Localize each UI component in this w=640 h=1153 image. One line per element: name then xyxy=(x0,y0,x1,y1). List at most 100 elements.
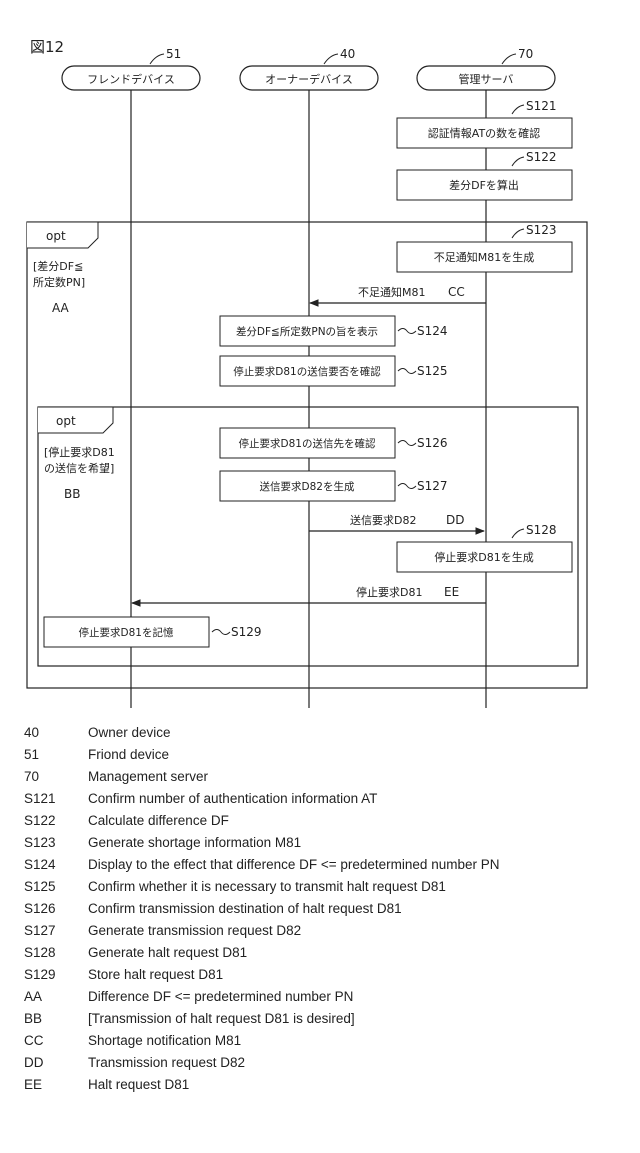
step-s125: 停止要求D81の送信要否を確認 S125 xyxy=(220,356,448,386)
svg-text:S123: S123 xyxy=(526,223,557,237)
fragment-inner-guard: [停止要求D81 xyxy=(44,445,115,459)
svg-text:EE: EE xyxy=(444,585,459,599)
legend-text: [Transmission of halt request D81 is des… xyxy=(88,1008,355,1030)
legend-text: Confirm whether it is necessary to trans… xyxy=(88,876,446,898)
legend-code: S122 xyxy=(24,810,88,832)
legend-code: EE xyxy=(24,1074,88,1096)
legend: 40Owner device 51Friond device 70Managem… xyxy=(24,722,634,1096)
legend-code: 70 xyxy=(24,766,88,788)
svg-text:所定数PN]: 所定数PN] xyxy=(33,275,85,289)
legend-row: S125Confirm whether it is necessary to t… xyxy=(24,876,634,898)
svg-text:送信要求D82: 送信要求D82 xyxy=(350,513,416,527)
fragment-inner-tag: opt xyxy=(56,414,76,428)
legend-text: Management server xyxy=(88,766,208,788)
legend-text: Store halt request D81 xyxy=(88,964,223,986)
legend-text: Friond device xyxy=(88,744,169,766)
legend-row: DDTransmission request D82 xyxy=(24,1052,634,1074)
legend-text: Owner device xyxy=(88,722,171,744)
svg-text:S127: S127 xyxy=(417,479,448,493)
legend-row: AADifference DF <= predetermined number … xyxy=(24,986,634,1008)
svg-text:S122: S122 xyxy=(526,150,557,164)
step-s124: 差分DF≦所定数PNの旨を表示 S124 xyxy=(220,316,448,346)
svg-text:不足通知M81を生成: 不足通知M81を生成 xyxy=(434,250,535,264)
svg-text:フレンドデバイス: フレンドデバイス xyxy=(87,72,175,86)
svg-text:の送信を希望]: の送信を希望] xyxy=(44,461,114,475)
legend-row: S122Calculate difference DF xyxy=(24,810,634,832)
legend-row: S121Confirm number of authentication inf… xyxy=(24,788,634,810)
legend-code: S125 xyxy=(24,876,88,898)
svg-text:停止要求D81: 停止要求D81 xyxy=(356,585,422,599)
legend-text: Confirm transmission destination of halt… xyxy=(88,898,402,920)
legend-text: Calculate difference DF xyxy=(88,810,229,832)
legend-code: 51 xyxy=(24,744,88,766)
svg-text:停止要求D81を生成: 停止要求D81を生成 xyxy=(434,550,533,564)
legend-code: S126 xyxy=(24,898,88,920)
lifeline-ref-40: 40 xyxy=(340,47,355,61)
step-s126: 停止要求D81の送信先を確認 S126 xyxy=(220,428,448,458)
svg-text:不足通知M81: 不足通知M81 xyxy=(358,285,426,299)
fragment-inner-code: BB xyxy=(64,487,80,501)
legend-code: S121 xyxy=(24,788,88,810)
legend-row: BB[Transmission of halt request D81 is d… xyxy=(24,1008,634,1030)
legend-row: CCShortage notification M81 xyxy=(24,1030,634,1052)
lifeline-friend-device: フレンドデバイス 51 xyxy=(62,47,200,708)
legend-row: 70Management server xyxy=(24,766,634,788)
message-m81: 不足通知M81 CC xyxy=(310,285,486,303)
legend-code: BB xyxy=(24,1008,88,1030)
legend-text: Confirm number of authentication informa… xyxy=(88,788,377,810)
legend-text: Generate transmission request D82 xyxy=(88,920,301,942)
legend-text: Generate halt request D81 xyxy=(88,942,247,964)
svg-text:停止要求D81の送信先を確認: 停止要求D81の送信先を確認 xyxy=(239,437,376,450)
legend-row: S126Confirm transmission destination of … xyxy=(24,898,634,920)
legend-code: S128 xyxy=(24,942,88,964)
svg-text:S129: S129 xyxy=(231,625,262,639)
step-s121: 認証情報ATの数を確認 S121 xyxy=(397,99,572,148)
legend-code: S124 xyxy=(24,854,88,876)
legend-text: Shortage notification M81 xyxy=(88,1030,241,1052)
svg-text:DD: DD xyxy=(446,513,464,527)
legend-text: Difference DF <= predetermined number PN xyxy=(88,986,353,1008)
legend-row: S129Store halt request D81 xyxy=(24,964,634,986)
svg-text:送信要求D82を生成: 送信要求D82を生成 xyxy=(260,480,355,493)
step-s127: 送信要求D82を生成 S127 xyxy=(220,471,448,501)
legend-code: S129 xyxy=(24,964,88,986)
step-s123: 不足通知M81を生成 S123 xyxy=(397,223,572,272)
svg-text:S121: S121 xyxy=(526,99,557,113)
legend-code: CC xyxy=(24,1030,88,1052)
sequence-diagram: 図12 フレンドデバイス 51 オーナーデバイス 40 管理サーバ 70 認証情… xyxy=(0,0,640,715)
legend-row: 51Friond device xyxy=(24,744,634,766)
svg-text:S125: S125 xyxy=(417,364,448,378)
legend-code: S127 xyxy=(24,920,88,942)
legend-row: 40Owner device xyxy=(24,722,634,744)
legend-row: S128Generate halt request D81 xyxy=(24,942,634,964)
lifeline-ref-70: 70 xyxy=(518,47,533,61)
legend-row: EEHalt request D81 xyxy=(24,1074,634,1096)
legend-text: Display to the effect that difference DF… xyxy=(88,854,499,876)
svg-text:オーナーデバイス: オーナーデバイス xyxy=(265,72,353,86)
legend-row: S123Generate shortage information M81 xyxy=(24,832,634,854)
svg-text:S128: S128 xyxy=(526,523,557,537)
step-s122: 差分DFを算出 S122 xyxy=(397,150,572,200)
legend-code: DD xyxy=(24,1052,88,1074)
svg-text:停止要求D81の送信要否を確認: 停止要求D81の送信要否を確認 xyxy=(233,365,381,378)
legend-row: S124Display to the effect that differenc… xyxy=(24,854,634,876)
legend-code: S123 xyxy=(24,832,88,854)
svg-text:差分DFを算出: 差分DFを算出 xyxy=(449,178,519,192)
legend-text: Halt request D81 xyxy=(88,1074,189,1096)
svg-text:認証情報ATの数を確認: 認証情報ATの数を確認 xyxy=(428,126,540,140)
figure-label: 図12 xyxy=(30,38,64,56)
step-s129: 停止要求D81を記憶 S129 xyxy=(44,617,262,647)
svg-text:差分DF≦所定数PNの旨を表示: 差分DF≦所定数PNの旨を表示 xyxy=(236,325,378,338)
legend-row: S127Generate transmission request D82 xyxy=(24,920,634,942)
lifeline-ref-51: 51 xyxy=(166,47,181,61)
fragment-outer-tag: opt xyxy=(46,229,66,243)
fragment-outer-code: AA xyxy=(52,301,70,315)
legend-text: Generate shortage information M81 xyxy=(88,832,301,854)
legend-code: AA xyxy=(24,986,88,1008)
svg-text:CC: CC xyxy=(448,285,465,299)
fragment-outer-guard: [差分DF≦ xyxy=(33,259,83,273)
svg-text:S124: S124 xyxy=(417,324,448,338)
step-s128: 停止要求D81を生成 S128 xyxy=(397,523,572,572)
message-d82: 送信要求D82 DD xyxy=(309,513,484,531)
legend-code: 40 xyxy=(24,722,88,744)
